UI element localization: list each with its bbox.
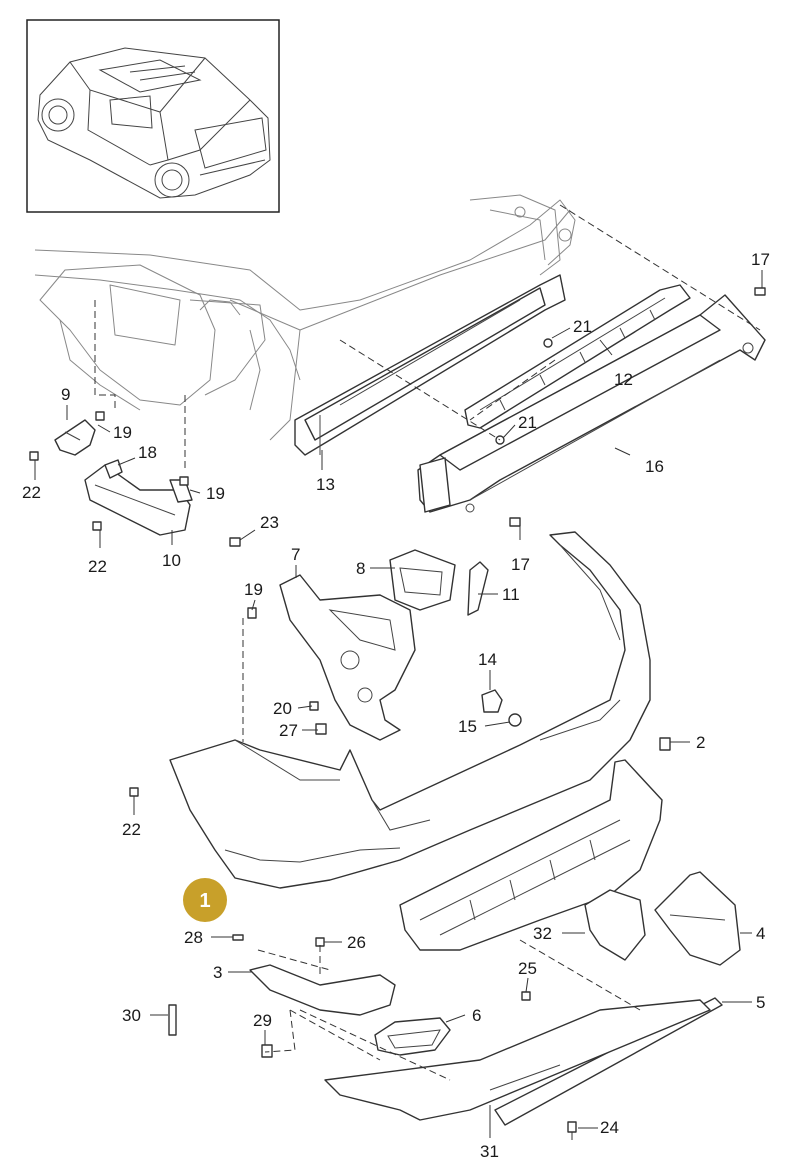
label-24: 24 [600, 1118, 619, 1137]
part-15-ring [508, 713, 522, 727]
part-8-frame [389, 549, 456, 611]
part-7-side-bracket [279, 574, 416, 741]
label-30: 30 [122, 1006, 141, 1025]
part-4-side-trim [654, 871, 741, 966]
label-27: 27 [279, 721, 298, 740]
label-6: 6 [472, 1006, 481, 1025]
label-7: 7 [291, 545, 300, 564]
label-32: 32 [533, 924, 552, 943]
label-29: 29 [253, 1011, 272, 1030]
part-16-bumper-beam [417, 294, 766, 513]
fasteners [29, 287, 766, 1133]
label-12: 12 [614, 370, 633, 389]
label-5: 5 [756, 993, 765, 1012]
part-9-bracket [54, 419, 96, 456]
label-15: 15 [458, 717, 477, 736]
label-22c: 22 [122, 820, 141, 839]
body-structure-outline [34, 194, 576, 441]
label-17b: 17 [511, 555, 530, 574]
label-19b: 19 [206, 484, 225, 503]
label-8: 8 [356, 559, 365, 578]
part-14-sensor [481, 689, 503, 713]
label-31: 31 [480, 1142, 499, 1161]
label-19a: 19 [113, 423, 132, 442]
label-11: 11 [502, 585, 520, 604]
label-28: 28 [184, 928, 203, 947]
vehicle-thumbnail [26, 19, 280, 213]
assembly-lines [94, 204, 761, 1081]
label-22a: 22 [22, 483, 41, 502]
label-2: 2 [696, 733, 705, 752]
part-3-lower-trim [249, 964, 396, 1016]
label-16: 16 [645, 457, 664, 476]
part-32-bracket [584, 889, 646, 961]
label-18: 18 [138, 443, 157, 462]
leader-lines [34, 270, 763, 1140]
label-13: 13 [316, 475, 335, 494]
label-17a: 17 [751, 250, 770, 269]
part-18-clip [104, 459, 123, 479]
label-25: 25 [518, 959, 537, 978]
label-23: 23 [260, 513, 279, 532]
label-3: 3 [213, 963, 222, 982]
label-10: 10 [162, 551, 181, 570]
label-19c: 19 [244, 580, 263, 599]
part-13-carrier-bar [294, 274, 566, 456]
part-diffuser-insert [399, 759, 663, 951]
callout-number: 1 [199, 890, 210, 912]
label-21b: 21 [518, 413, 537, 432]
label-14: 14 [478, 650, 497, 669]
part-11-bracket [467, 561, 489, 616]
label-21a: 21 [573, 317, 592, 336]
part-31-lower-panel [324, 999, 711, 1121]
label-9: 9 [61, 385, 70, 404]
callout-badge-1[interactable]: 1 [183, 878, 227, 922]
part-12-guide-bracket [464, 284, 691, 429]
label-26: 26 [347, 933, 366, 952]
part-6-tailpipe-trim [374, 1017, 451, 1056]
label-4: 4 [756, 924, 765, 943]
label-22b: 22 [88, 557, 107, 576]
label-20: 20 [273, 699, 292, 718]
part-1-bumper-cover [169, 531, 651, 889]
part-labels: 2 3 4 5 6 7 8 9 10 11 12 13 14 15 16 17 … [22, 250, 770, 1161]
